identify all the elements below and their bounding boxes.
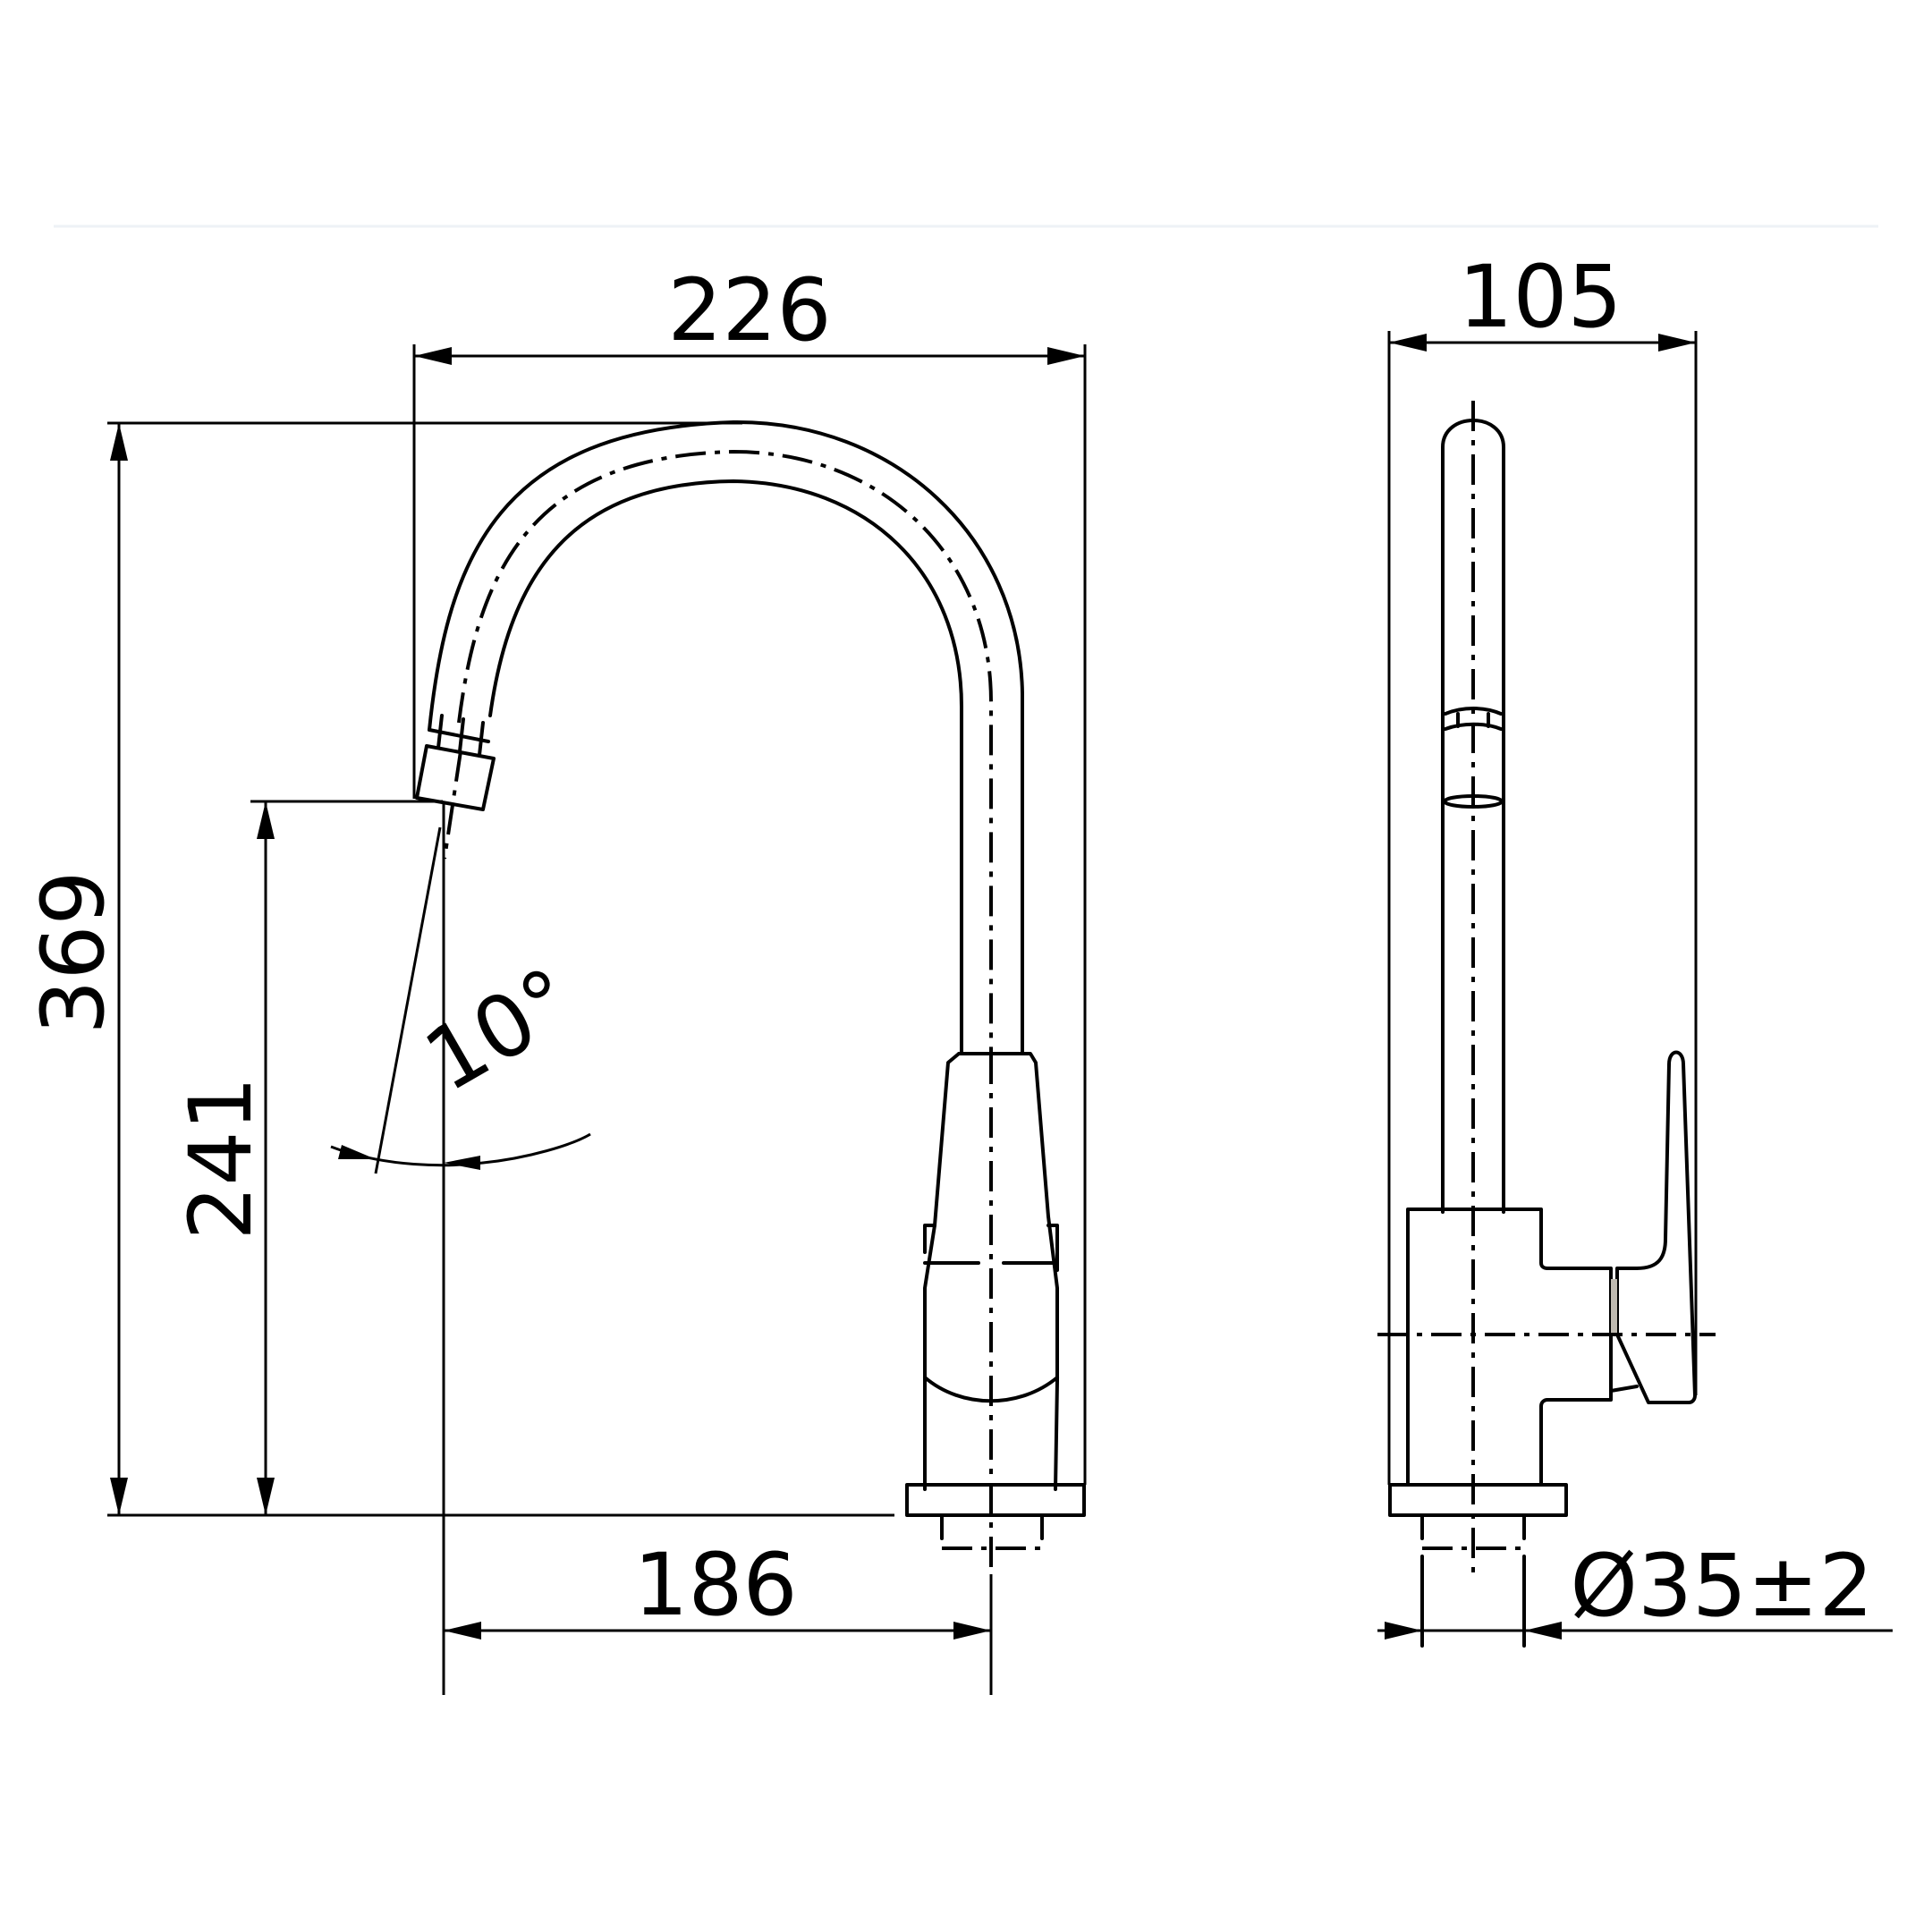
dim-spout-reach: 186 <box>444 1535 991 1640</box>
front-view: 226 369 241 186 10° <box>23 260 1087 1695</box>
side-body-block <box>1406 1208 1613 1487</box>
dim-label-105: 105 <box>1458 247 1622 347</box>
mounting-shank <box>940 1513 1044 1540</box>
side-aerator-ring <box>1444 707 1503 731</box>
spout-inner-outline <box>488 479 963 1055</box>
dim-overall-width: 226 <box>414 260 1085 365</box>
side-base-plate <box>1388 1483 1568 1517</box>
spout-outer-outline <box>428 419 1024 1055</box>
dim-overall-height: 369 <box>23 423 128 1515</box>
dim-label-241: 241 <box>171 1076 271 1240</box>
dim-label-226: 226 <box>667 260 831 360</box>
dim-label-diameter: Ø35±2 <box>1570 1536 1873 1636</box>
aerator-centerline <box>443 750 462 860</box>
side-mounting-shank <box>1420 1513 1526 1648</box>
aerator-nozzle <box>415 744 496 811</box>
dim-label-186: 186 <box>633 1535 797 1635</box>
body-side-flange-right <box>1046 1224 1059 1272</box>
dim-spout-height: 241 <box>171 801 275 1515</box>
side-handle-base-curve <box>1609 1385 1639 1393</box>
side-handle-lever <box>1615 1050 1697 1404</box>
body-side-flange-left <box>923 1224 936 1254</box>
dim-side-depth: 105 <box>1389 247 1696 352</box>
dim-label-369: 369 <box>23 870 123 1034</box>
aerator-joint <box>436 714 485 757</box>
side-handle-gap <box>1611 1279 1617 1335</box>
base-plate <box>905 1483 1086 1517</box>
dim-mounting-hole: Ø35±2 <box>1377 1536 1893 1640</box>
dim-swivel-angle: 10° <box>330 826 591 1174</box>
side-spout-ring <box>1443 794 1504 809</box>
spout-centerline <box>457 449 993 1054</box>
dim-label-10deg: 10° <box>409 948 590 1111</box>
side-view: 105 Ø35±2 <box>1377 247 1893 1648</box>
